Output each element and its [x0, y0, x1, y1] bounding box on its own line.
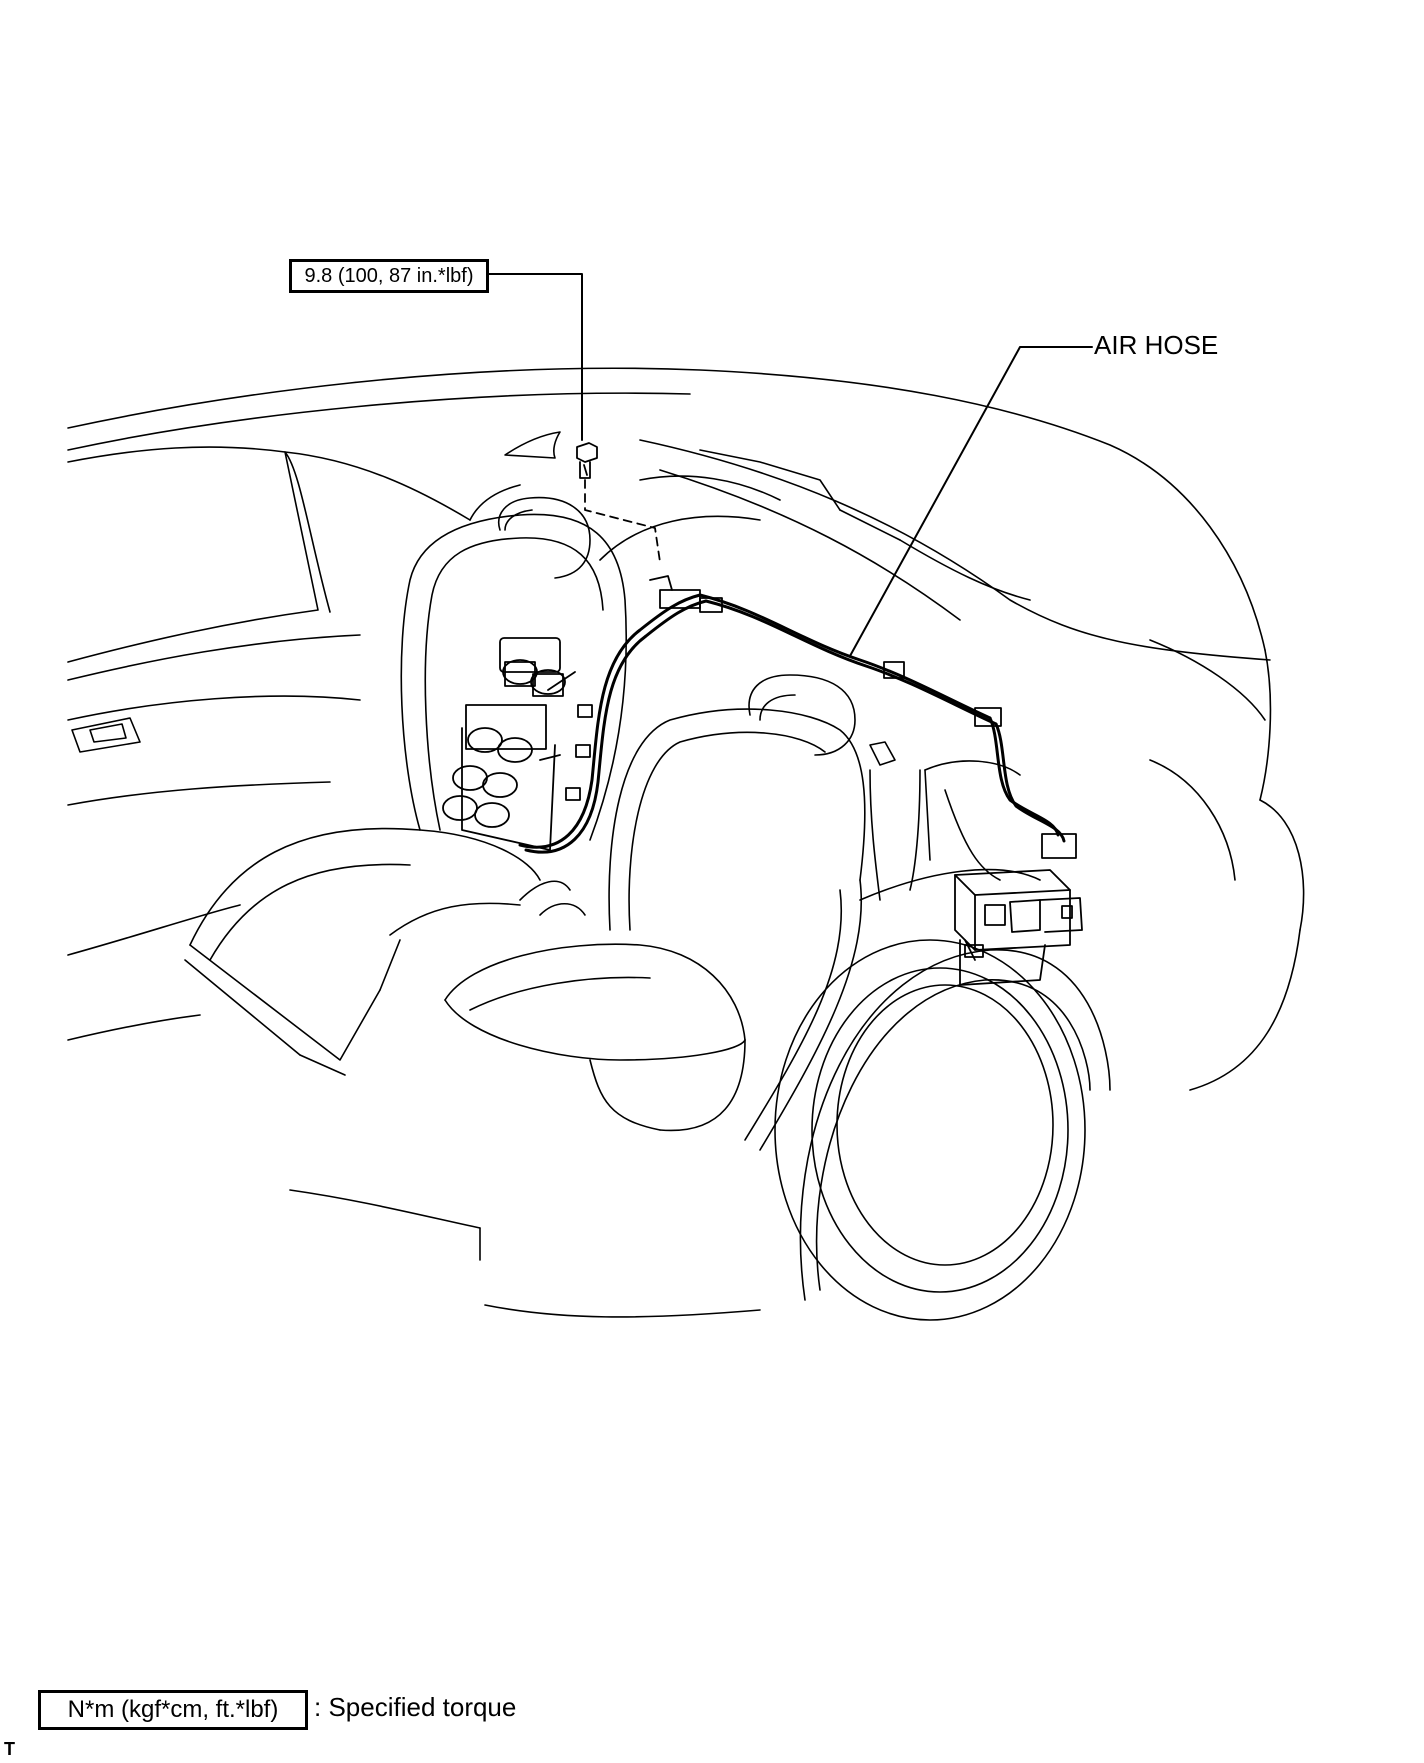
air-pump-unit	[954, 869, 1083, 986]
torque-legend-description: : Specified torque	[314, 1692, 517, 1722]
hose-clamps	[565, 589, 1077, 859]
rear-seat-back	[184, 496, 627, 1076]
air-bladder-cells	[442, 637, 576, 851]
car-body-outline	[67, 367, 1305, 1321]
rear-seat-right	[444, 674, 896, 1151]
illustration-code: T	[4, 1739, 15, 1759]
torque-spec-box: 9.8 (100, 87 in.*lbf)	[289, 259, 489, 293]
leader-lines	[488, 273, 1093, 657]
air-hose-lines	[518, 593, 1066, 854]
torque-unit-legend-box: N*m (kgf*cm, ft.*lbf)	[38, 1690, 308, 1730]
mounting-bolt	[576, 442, 673, 591]
air-hose-label: AIR HOSE	[1094, 330, 1219, 360]
roof-antenna	[504, 431, 561, 459]
trunk-trim	[599, 449, 1031, 891]
